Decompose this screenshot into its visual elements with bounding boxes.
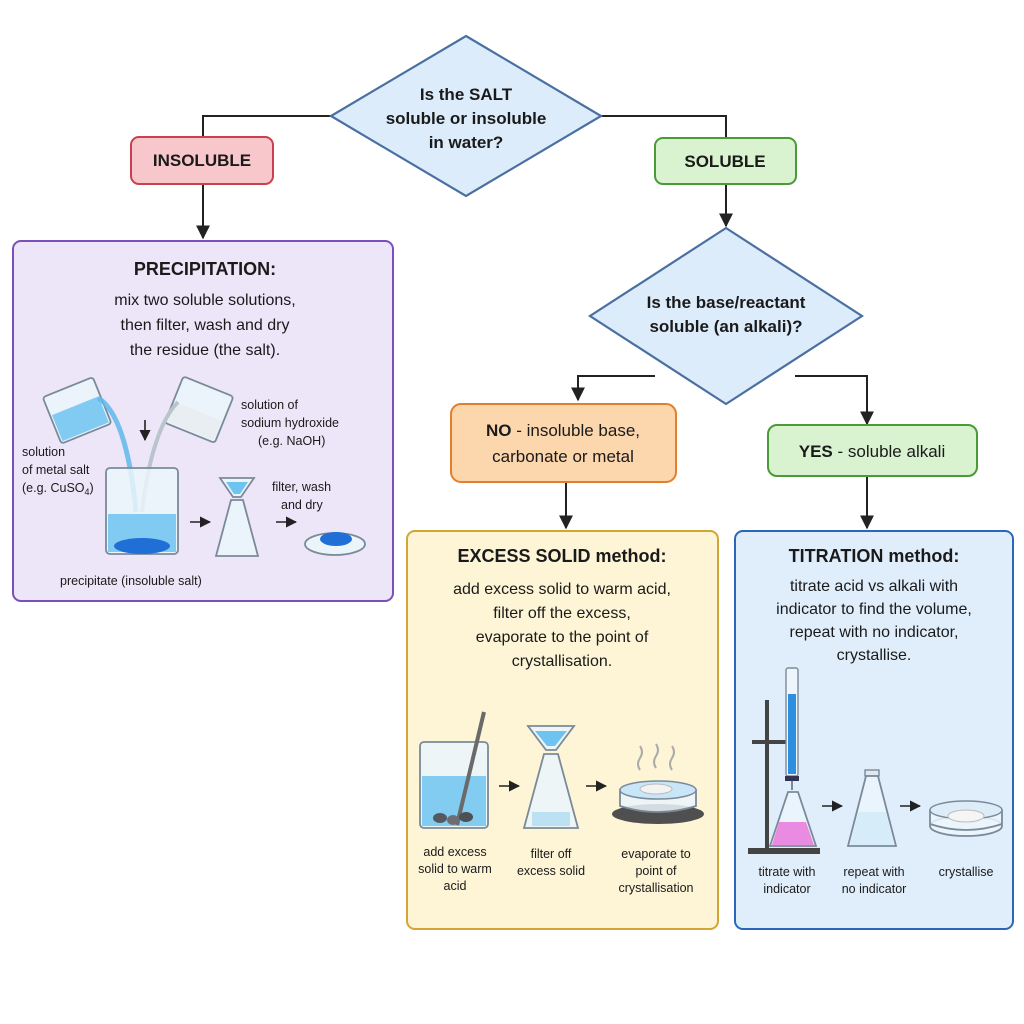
evaporating-dish-icon <box>612 743 704 824</box>
caption-metal-salt: solution <box>22 445 65 459</box>
excess-filter-funnel-icon <box>522 725 580 829</box>
connector-salt-to-soluble <box>601 115 727 140</box>
excess-cap3-l2: point of <box>635 864 677 878</box>
decision-base-line1: Is the base/reactant <box>647 293 806 312</box>
decision-base-line2: soluble (an alkali)? <box>649 317 802 336</box>
caption-filter-line1: filter, wash <box>272 480 331 494</box>
caption-metal-salt-sub: 4 <box>85 487 90 497</box>
excess-line3: evaporate to the point of <box>476 629 649 646</box>
caption-filter-line2: and dry <box>281 498 323 512</box>
crystallising-dish-icon <box>929 800 1003 837</box>
mixing-beaker-icon <box>105 467 179 555</box>
excess-cap3-l3: crystallisation <box>618 881 693 895</box>
precipitation-panel: PRECIPITATION: mix two soluble solutions… <box>12 240 394 602</box>
yes-bold: YES <box>799 442 833 461</box>
excess-cap2-l1: filter off <box>531 847 572 861</box>
caption-metal-salt-l1: solution <box>22 445 65 459</box>
titration-panel: TITRATION method: titrate acid vs alkali… <box>734 530 1014 930</box>
titration-line3: repeat with no indicator, <box>790 624 959 641</box>
no-line2: carbonate or metal <box>492 447 634 466</box>
titration-cap2-l1: repeat with <box>843 865 904 879</box>
arrow-base-to-yes <box>795 375 874 426</box>
titration-line2: indicator to find the volume, <box>776 601 972 618</box>
no-bold: NO <box>486 421 512 440</box>
excess-cap1-l2: solid to warm <box>418 862 492 876</box>
caption-metal-salt-close: ) <box>90 481 94 495</box>
connectors <box>196 115 874 530</box>
decision-salt-line1: Is the SALT <box>420 85 513 104</box>
caption-naoh-line2: sodium hydroxide <box>241 416 339 430</box>
excess-cap1-l1: add excess <box>423 845 486 859</box>
yes-rest1: - soluble alkali <box>833 442 945 461</box>
insoluble-node: INSOLUBLE <box>130 136 274 185</box>
soluble-label: SOLUBLE <box>684 152 765 171</box>
precipitation-line2: then filter, wash and dry <box>121 317 290 334</box>
titration-cap1-l2: indicator <box>763 882 810 896</box>
excess-title: EXCESS SOLID method: <box>457 546 666 566</box>
caption-metal-salt-l3: (e.g. CuSO <box>22 481 85 495</box>
yes-line1: YES - soluble alkali <box>799 442 945 461</box>
no-node: NO - insoluble base, carbonate or metal <box>450 403 677 483</box>
decision-diamond-1 <box>328 34 604 198</box>
precipitation-title: PRECIPITATION: <box>134 259 276 279</box>
connector-salt-to-insoluble <box>202 115 333 140</box>
petri-dish-salt-icon <box>304 532 366 556</box>
filter-funnel-icon <box>214 477 260 557</box>
excess-cap1-l3: acid <box>444 879 467 893</box>
conical-flask-icon <box>846 769 898 847</box>
titration-cap1-l1: titrate with <box>759 865 816 879</box>
decision-salt-line2: soluble or insoluble <box>386 109 547 128</box>
titration-cap3-l1: crystallise <box>939 865 994 879</box>
excess-line4: crystallisation. <box>512 653 612 670</box>
pouring-beaker-right-icon <box>164 376 234 443</box>
decision-salt-solubility: Is the SALT soluble or insoluble in wate… <box>328 34 604 198</box>
titration-line1: titrate acid vs alkali with <box>790 578 958 595</box>
excess-line1: add excess solid to warm acid, <box>453 581 671 598</box>
precipitation-line1: mix two soluble solutions, <box>114 292 295 309</box>
caption-metal-salt-line2: of metal salt <box>22 463 90 477</box>
titration-cap2-l2: no indicator <box>842 882 907 896</box>
caption-precipitate: precipitate (insoluble salt) <box>60 574 202 588</box>
arrow-base-to-no <box>571 375 655 402</box>
decision-diamond-2 <box>587 226 865 406</box>
excess-cap3-l1: evaporate to <box>621 847 691 861</box>
decision-salt-line3: in water? <box>429 133 504 152</box>
insoluble-label: INSOLUBLE <box>153 151 251 170</box>
titration-line4: crystallise. <box>837 647 912 664</box>
yes-node: YES - soluble alkali <box>767 424 978 477</box>
acid-beaker-icon <box>419 711 489 829</box>
burette-stand-icon <box>748 667 820 854</box>
pouring-beaker-left-icon <box>42 377 112 444</box>
caption-naoh-line1: solution of <box>241 398 299 412</box>
excess-cap2-l2: excess solid <box>517 864 585 878</box>
precipitation-line3: the residue (the salt). <box>130 342 280 359</box>
no-line1: NO - insoluble base, <box>486 421 640 440</box>
caption-metal-salt-l2: of metal salt <box>22 463 90 477</box>
titration-title: TITRATION method: <box>789 546 960 566</box>
excess-solid-panel: EXCESS SOLID method: add excess solid to… <box>406 530 719 930</box>
caption-metal-salt-line3: (e.g. CuSO4) <box>22 481 94 497</box>
soluble-node: SOLUBLE <box>654 137 797 185</box>
caption-naoh-line3: (e.g. NaOH) <box>258 434 325 448</box>
decision-base-solubility: Is the base/reactant soluble (an alkali)… <box>587 226 865 406</box>
excess-line2: filter off the excess, <box>493 605 631 622</box>
no-rest1: - insoluble base, <box>511 421 640 440</box>
